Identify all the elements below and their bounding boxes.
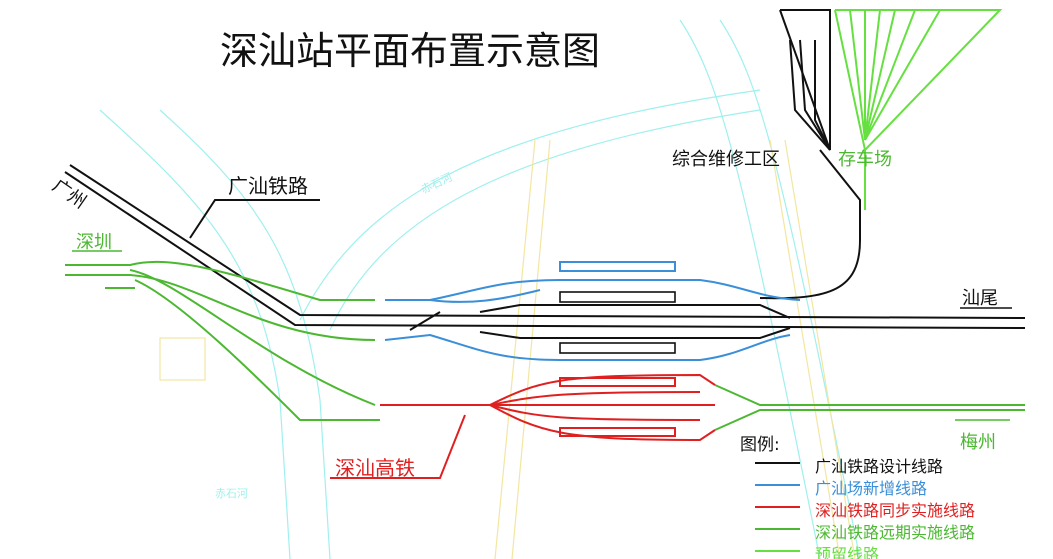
legend-item: 深汕铁路远期实施线路 bbox=[815, 523, 976, 542]
shenzhen-label: 深圳 bbox=[76, 232, 112, 253]
legend-title: 图例: bbox=[740, 435, 780, 455]
meizhou-label: 梅州 bbox=[960, 432, 996, 453]
shanwei-label: 汕尾 bbox=[962, 288, 998, 309]
guangshan-yard-new-tracks bbox=[384, 261, 801, 361]
road-lines bbox=[159, 139, 856, 559]
maintenance-area-label: 综合维修工区 bbox=[672, 149, 780, 170]
page-title: 深汕站平面布置示意图 bbox=[220, 29, 601, 73]
shenshan-sync-tracks bbox=[330, 373, 716, 479]
storage-yard-label: 存车场 bbox=[838, 149, 892, 170]
river-label: 赤石河 bbox=[215, 487, 248, 500]
legend-item: 广汕场新增线路 bbox=[815, 479, 928, 498]
guangshan-railway-label: 广汕铁路 bbox=[228, 174, 308, 198]
legend-item: 广汕铁路设计线路 bbox=[815, 457, 944, 476]
legend-swatches bbox=[755, 462, 800, 552]
legend-item: 深汕铁路同步实施线路 bbox=[815, 501, 976, 520]
river-lines bbox=[99, 19, 861, 559]
platforms bbox=[559, 291, 676, 354]
shenshan-hsr-label: 深汕高铁 bbox=[335, 456, 415, 480]
reserved-tracks bbox=[834, 9, 1003, 210]
legend-item: 预留线路 bbox=[815, 545, 880, 559]
label-underlines bbox=[72, 250, 1012, 421]
shenshan-future-tracks bbox=[65, 260, 1025, 431]
